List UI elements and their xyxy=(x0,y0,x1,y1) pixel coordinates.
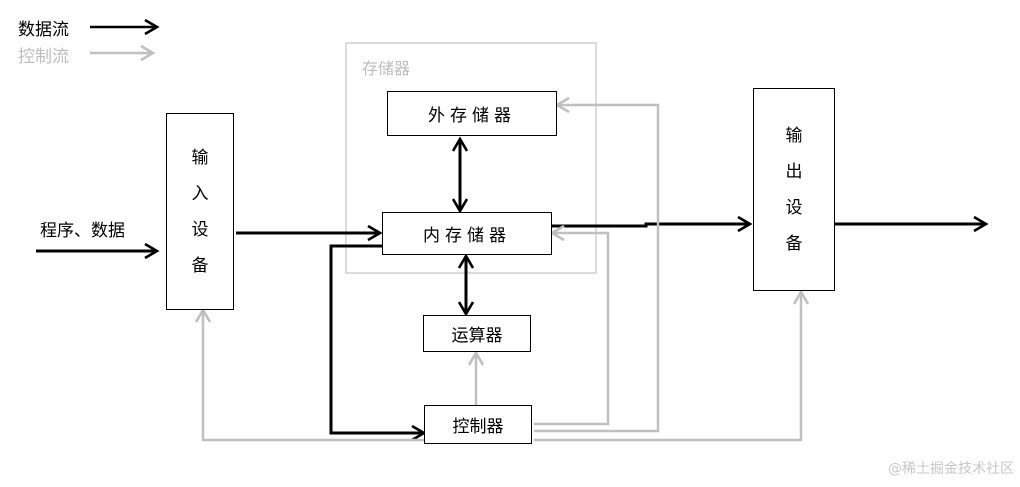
controller-label: 控制器 xyxy=(452,417,504,437)
input-device-char: 备 xyxy=(191,255,209,276)
input-device-char: 设 xyxy=(191,219,209,240)
input-label: 程序、数据 xyxy=(40,221,125,241)
input-device-char: 入 xyxy=(191,183,209,204)
legend-data-flow-label: 数据流 xyxy=(18,20,69,40)
alu-label: 运算器 xyxy=(451,326,503,346)
arrow-internal-storage-to-output xyxy=(552,224,750,226)
internal-storage-box: 内存储器 xyxy=(382,212,552,255)
output-device-char: 输 xyxy=(785,125,803,146)
internal-storage-label: 内存储器 xyxy=(423,226,511,246)
memory-group-label: 存储器 xyxy=(362,59,411,78)
ctrl-controller-to-output xyxy=(534,292,801,442)
output-device-char: 设 xyxy=(785,197,803,218)
ctrl-controller-to-internal-storage xyxy=(534,233,610,426)
external-storage-label: 外存储器 xyxy=(428,106,516,126)
input-device-char: 输 xyxy=(191,147,209,168)
external-storage-box: 外存储器 xyxy=(387,91,557,136)
alu-box: 运算器 xyxy=(423,315,531,352)
output-device-char: 备 xyxy=(785,233,803,254)
controller-box: 控制器 xyxy=(424,405,532,444)
legend-control-flow-label: 控制流 xyxy=(18,47,69,67)
ctrl-controller-to-input xyxy=(203,310,424,442)
output-device-box: 输 出 设 备 xyxy=(753,88,835,291)
ctrl-controller-to-external-storage xyxy=(534,105,660,433)
arrow-internal-storage-to-controller xyxy=(329,244,424,433)
watermark: @稀土掘金技术社区 xyxy=(888,461,1014,477)
output-device-char: 出 xyxy=(785,161,803,182)
input-device-box: 输 入 设 备 xyxy=(166,113,234,310)
